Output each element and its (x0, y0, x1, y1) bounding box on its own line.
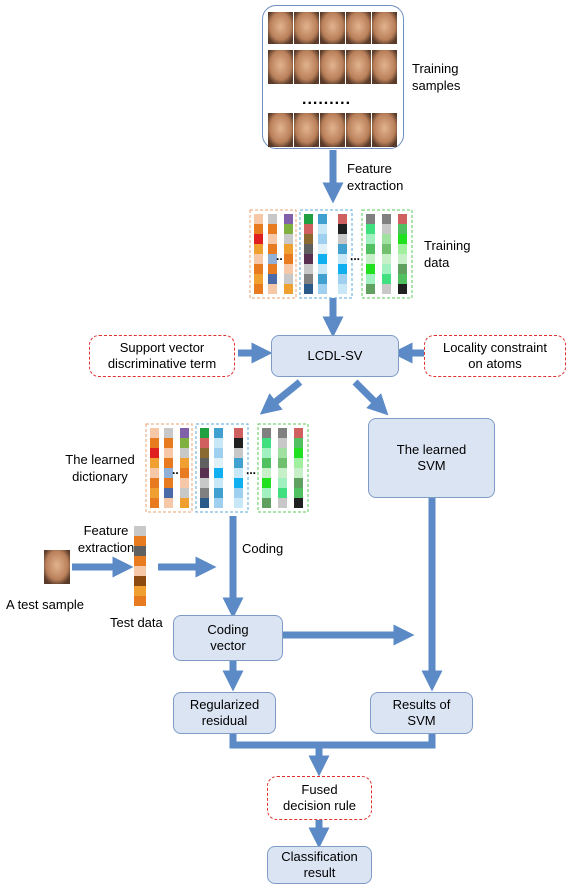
classification-result-box: Classification result (267, 846, 372, 884)
face-image (346, 50, 371, 84)
learned-dictionary-label: The learned dictionary (65, 452, 135, 484)
test-data-vector (134, 526, 146, 606)
face-row-3 (268, 113, 397, 147)
test-sample-label: A test sample (6, 597, 85, 612)
training-data-matrix: .. ... (249, 209, 413, 299)
coding-vector-box: Coding vector (173, 615, 283, 661)
regularized-residual-box: Regularized residual (173, 692, 276, 734)
face-image (268, 50, 293, 84)
coding-label: Coding (242, 541, 284, 556)
test-data-label: Test data (110, 615, 163, 630)
learned-dictionary-matrix: .. ... (145, 423, 309, 513)
face-row-1 (268, 12, 397, 44)
face-image (320, 50, 345, 84)
svg-text:..: .. (276, 249, 283, 263)
face-image (320, 113, 345, 147)
face-image (294, 50, 319, 84)
face-image (372, 50, 397, 84)
locality-constraint-box: Locality constraint on atoms (424, 335, 566, 377)
training-ellipsis: ......... (302, 91, 351, 108)
face-image (346, 113, 371, 147)
learned-svm-box: The learned SVM (368, 418, 495, 498)
fused-decision-rule-box: Fused decision rule (267, 776, 372, 820)
results-svm-box: Results of SVM (370, 692, 473, 734)
merge-lines (229, 734, 436, 749)
lcdl-sv-box: LCDL-SV (271, 335, 399, 377)
feature-extraction-top-label: Feature extraction (347, 161, 404, 193)
face-image (268, 113, 293, 147)
training-data-label: Training data (424, 238, 471, 270)
face-image (320, 12, 345, 44)
face-image (346, 12, 371, 44)
face-image (294, 12, 319, 44)
support-vector-term-box: Support vector discriminative term (89, 335, 235, 377)
test-face-image (44, 550, 70, 584)
arrow-to-dictionary (259, 379, 303, 415)
face-image (372, 12, 397, 44)
face-row-2 (268, 50, 397, 84)
face-image (268, 12, 293, 44)
svg-text:...: ... (246, 463, 256, 477)
feature-extraction-test-label: Feature extraction (77, 523, 135, 555)
svg-text:...: ... (350, 249, 360, 263)
training-samples-label: Training samples (412, 61, 461, 93)
svg-text:..: .. (172, 463, 179, 477)
arrow-to-svm (352, 379, 389, 416)
arrows (72, 150, 443, 849)
face-image (294, 113, 319, 147)
face-image (372, 113, 397, 147)
